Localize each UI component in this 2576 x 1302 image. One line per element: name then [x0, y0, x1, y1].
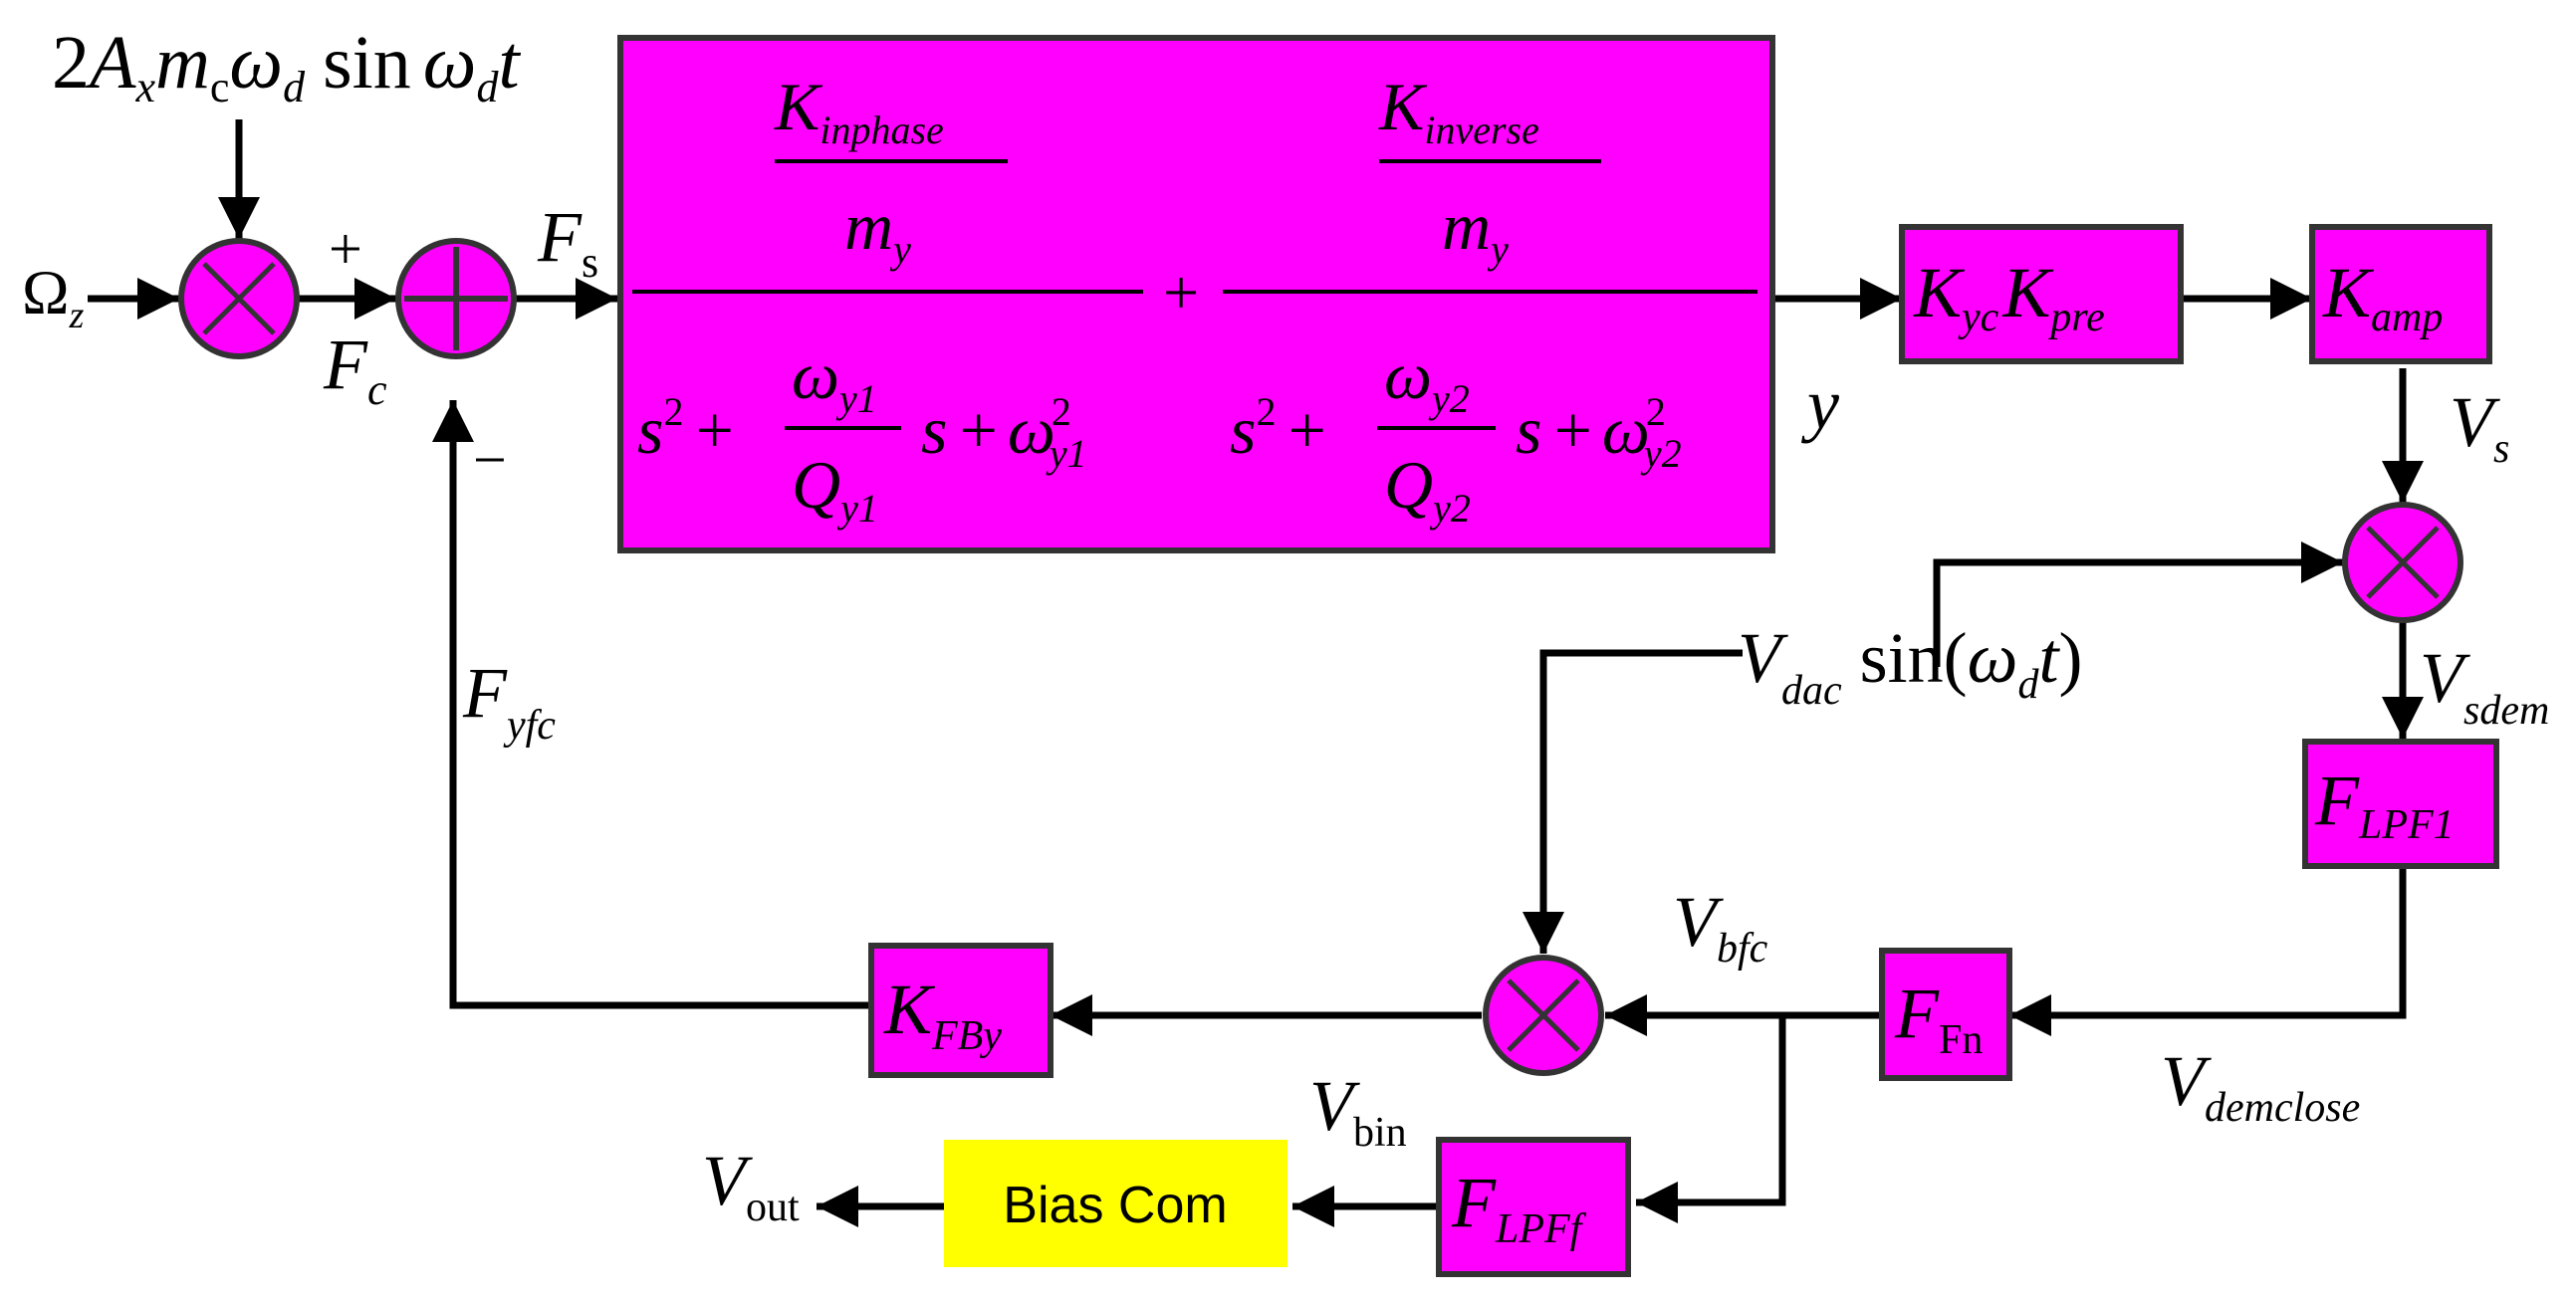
svg-text:Vbfc: Vbfc: [1673, 882, 1768, 972]
fyfc-label: Fyfc: [462, 653, 556, 749]
drive-multiplier: [178, 238, 300, 359]
summing-junction: [395, 238, 517, 359]
svg-text:Vdemclose: Vdemclose: [2161, 1041, 2360, 1131]
feedback-multiplier: [1483, 955, 1604, 1076]
svg-text:my: my: [844, 188, 911, 272]
kfby-block: KFBy: [868, 943, 1054, 1078]
fc-label: Fc: [323, 325, 387, 414]
svg-text:KycKpre: KycKpre: [1913, 253, 2105, 340]
plant-transfer-function-block: + Kinphase my Kinverse my s2+ ωy1 Qy1 s+…: [617, 35, 1775, 553]
svg-text:Vsdem: Vsdem: [2420, 638, 2549, 734]
svg-text:Kamp: Kamp: [2322, 253, 2443, 340]
reference-sin-arrow: [1933, 542, 2343, 667]
svg-text:Fs: Fs: [537, 197, 598, 287]
vbin-label: Vbin: [1309, 1066, 1407, 1156]
svg-text:Vbin: Vbin: [1309, 1066, 1407, 1156]
branch-to-lpff-arrow: [1636, 1015, 1786, 1223]
term2-numerator: Kinverse my: [1378, 69, 1601, 272]
svg-text:Qy2: Qy2: [1384, 447, 1471, 531]
svg-text:ωy1: ωy1: [792, 337, 877, 421]
feedback-arrow: [432, 400, 871, 1009]
svg-text:ωy2: ωy2: [1384, 337, 1470, 421]
svg-text:Fc: Fc: [323, 325, 387, 414]
vdemclose-label: Vdemclose: [2161, 1041, 2360, 1131]
svg-text:Kinverse: Kinverse: [1378, 69, 1539, 152]
vout-label: Vout: [702, 1141, 800, 1230]
flpf1-block: FLPF1: [2302, 739, 2499, 869]
plus-sign: +: [329, 216, 362, 282]
fs-label: Fs: [537, 197, 598, 287]
svg-text:KFBy: KFBy: [883, 970, 1002, 1059]
svg-text:s2+: s2+: [637, 389, 734, 468]
svg-text:s2+: s2+: [1230, 389, 1326, 468]
plant-plus: +: [1163, 257, 1199, 327]
svg-text:Fyfc: Fyfc: [462, 653, 556, 749]
vs-label: Vs: [2450, 382, 2509, 472]
svg-text:FLPFf: FLPFf: [1451, 1163, 1587, 1252]
vsdem-label: Vsdem: [2420, 638, 2549, 734]
svg-text:FLPF1: FLPF1: [2314, 760, 2455, 848]
svg-text:Vout: Vout: [702, 1141, 800, 1230]
y-label: y: [1800, 364, 1839, 444]
vbfc-label: Vbfc: [1673, 882, 1768, 972]
svg-text:Ωz: Ωz: [22, 257, 85, 336]
ffn-block: FFn: [1879, 948, 2012, 1081]
signal-lines: [88, 119, 2424, 1227]
bias-compensation-block: Bias Com: [944, 1140, 1288, 1267]
term1-numerator: Kinphase my: [774, 69, 1008, 272]
flpff-block: FLPFf: [1436, 1137, 1631, 1277]
svg-text:my: my: [1442, 188, 1509, 272]
kamp-block: Kamp: [2309, 224, 2492, 364]
omega-input-label: Ωz: [22, 257, 85, 336]
minus-sign: −: [473, 427, 507, 493]
vdac-arrow: [1522, 649, 1743, 954]
svg-text:Bias Com: Bias Com: [1003, 1177, 1227, 1234]
vdemclose-arrow: [2009, 866, 2407, 1036]
svg-text:Qy1: Qy1: [792, 447, 878, 531]
svg-text:FFn: FFn: [1894, 974, 1983, 1063]
svg-text:Vs: Vs: [2450, 382, 2509, 472]
svg-text:Kinphase: Kinphase: [774, 69, 944, 152]
demodulation-multiplier: [2342, 502, 2463, 623]
kyc-kpre-block: KycKpre: [1899, 224, 2184, 364]
